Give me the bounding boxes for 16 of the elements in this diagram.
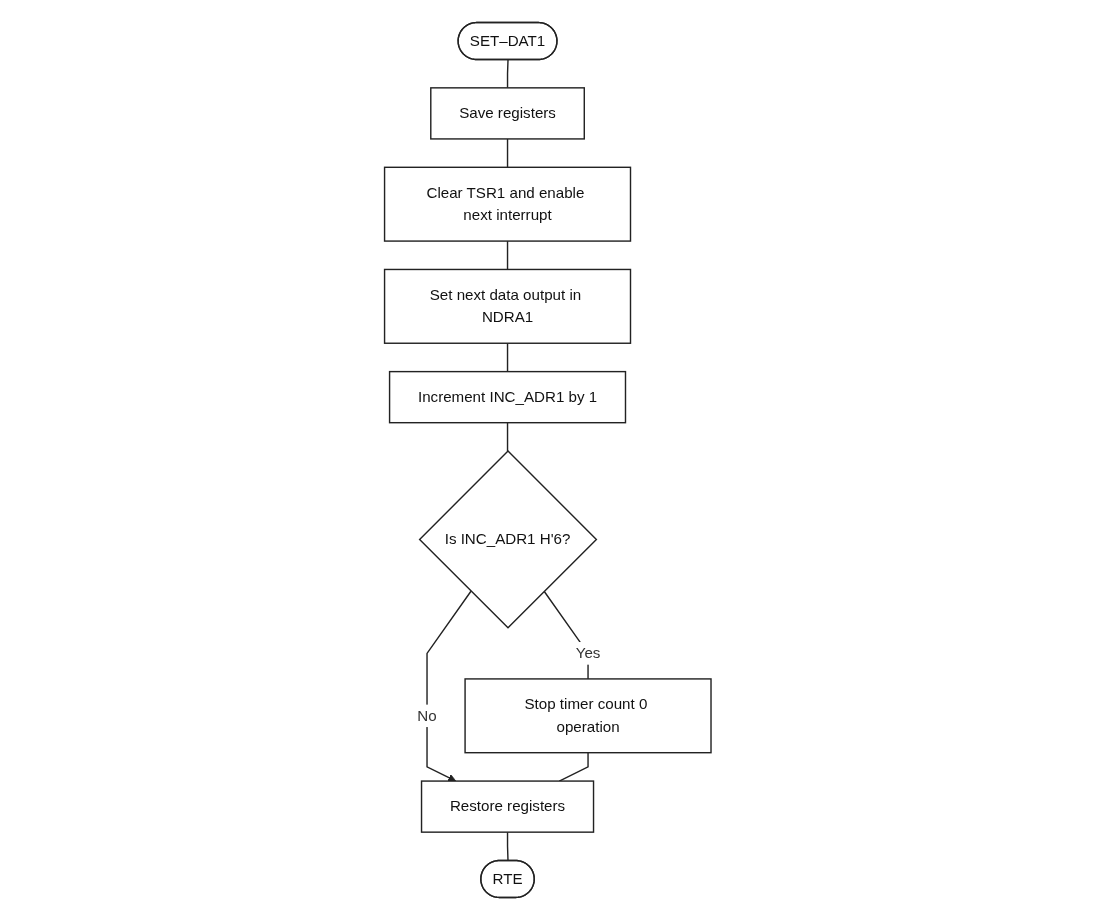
node-box: Set next data output in NDRA1: [384, 268, 632, 344]
edge-label: No: [417, 706, 437, 723]
connector: [507, 137, 509, 168]
node-box: Increment INC_ADR1 by 1: [389, 370, 627, 423]
node-box: Restore registers: [421, 779, 595, 833]
node-diamond: Is INC_ADR1 H'6?: [418, 449, 598, 629]
arrow: [426, 590, 472, 781]
edge-label: Yes: [575, 644, 601, 661]
connector: [507, 830, 509, 862]
connector: [507, 342, 509, 372]
node-box: Stop timer count 0 operation: [464, 677, 712, 753]
connector: [507, 421, 509, 452]
node-box: Save registers: [430, 86, 586, 140]
connector: [507, 58, 509, 89]
node-box: Clear TSR1 and enable next interrupt: [384, 166, 632, 242]
connector: [507, 239, 509, 270]
